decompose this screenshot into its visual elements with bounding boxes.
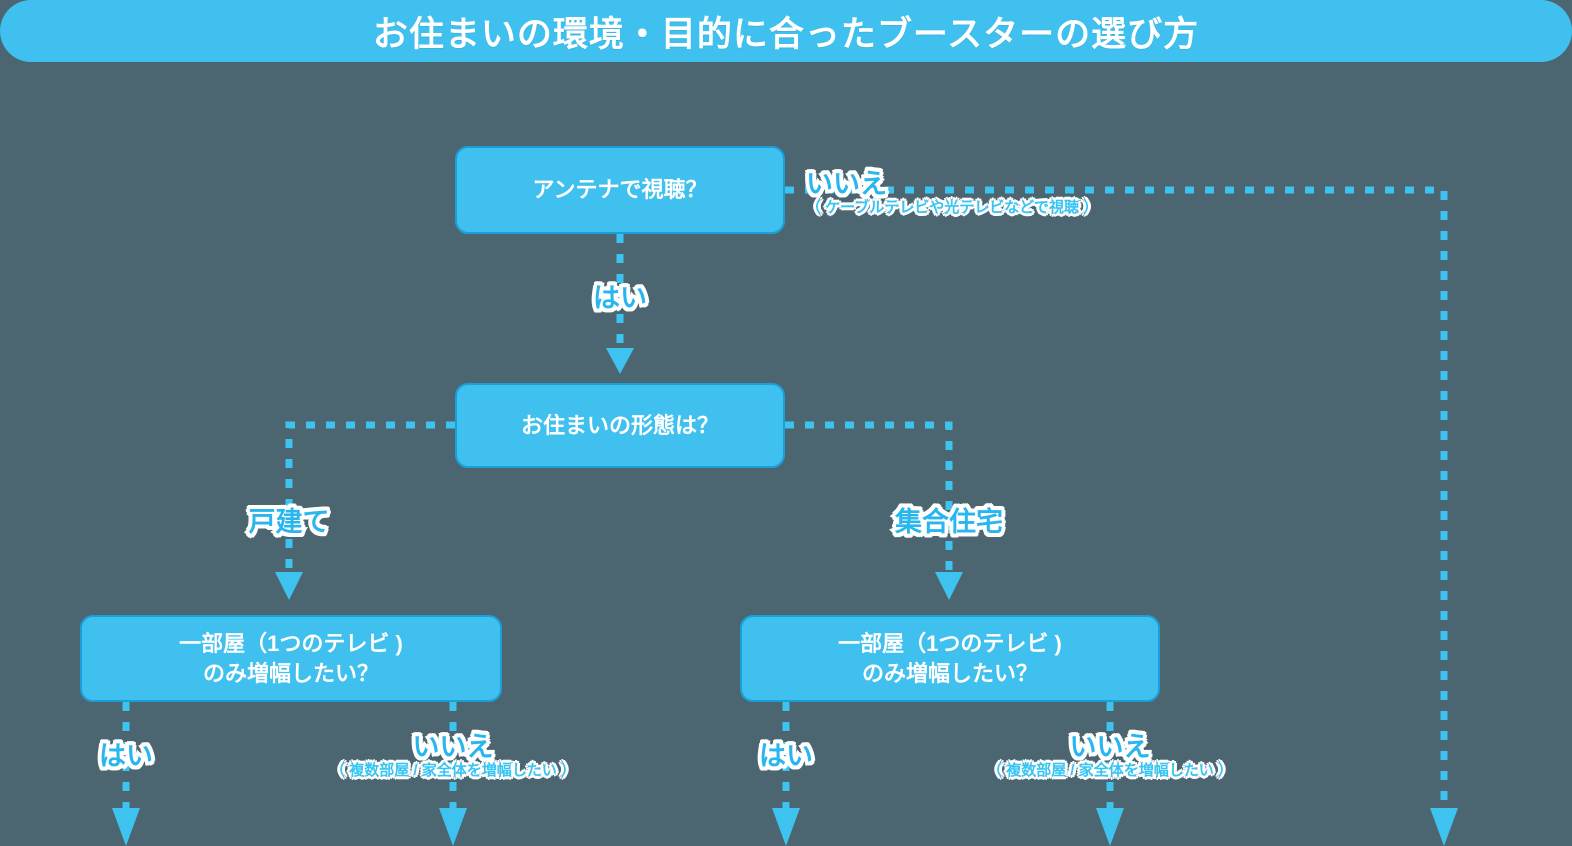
arrowhead-left-yes bbox=[112, 808, 140, 846]
page-title: お住まいの環境・目的に合ったブースターの選び方 bbox=[372, 14, 1200, 54]
arrowhead-left-no bbox=[439, 808, 467, 846]
decision-single-room-apartment[interactable]: 一部屋（1つのテレビ ) のみ増幅したい？ bbox=[740, 615, 1160, 702]
edge-antenna-no-to-right bbox=[785, 186, 1448, 812]
arrowhead-far-right bbox=[1430, 808, 1458, 846]
arrowhead-to-apartment-box bbox=[935, 572, 963, 600]
decision-single-room-apartment-label: 一部屋（1つのテレビ ) のみ増幅したい？ bbox=[838, 631, 1062, 686]
arrowhead-right-no bbox=[1096, 808, 1124, 846]
arrowhead-right-yes bbox=[772, 808, 800, 846]
edge-housing-to-detached bbox=[285, 421, 455, 576]
decision-antenna-label: アンテナで視聴？ bbox=[532, 177, 708, 203]
edge-housing-to-apartment bbox=[785, 421, 953, 576]
decision-antenna[interactable]: アンテナで視聴？ bbox=[455, 146, 785, 234]
decision-single-room-detached[interactable]: 一部屋（1つのテレビ ) のみ増幅したい？ bbox=[80, 615, 502, 702]
decision-housing-type-label: お住まいの形態は？ bbox=[520, 412, 719, 438]
arrowhead-to-housing bbox=[606, 348, 634, 374]
decision-single-room-detached-label: 一部屋（1つのテレビ ) のみ増幅したい？ bbox=[179, 631, 403, 686]
page-header: お住まいの環境・目的に合ったブースターの選び方 bbox=[0, 0, 1572, 62]
decision-housing-type[interactable]: お住まいの形態は？ bbox=[455, 383, 785, 468]
arrowhead-to-detached-box bbox=[275, 572, 303, 600]
